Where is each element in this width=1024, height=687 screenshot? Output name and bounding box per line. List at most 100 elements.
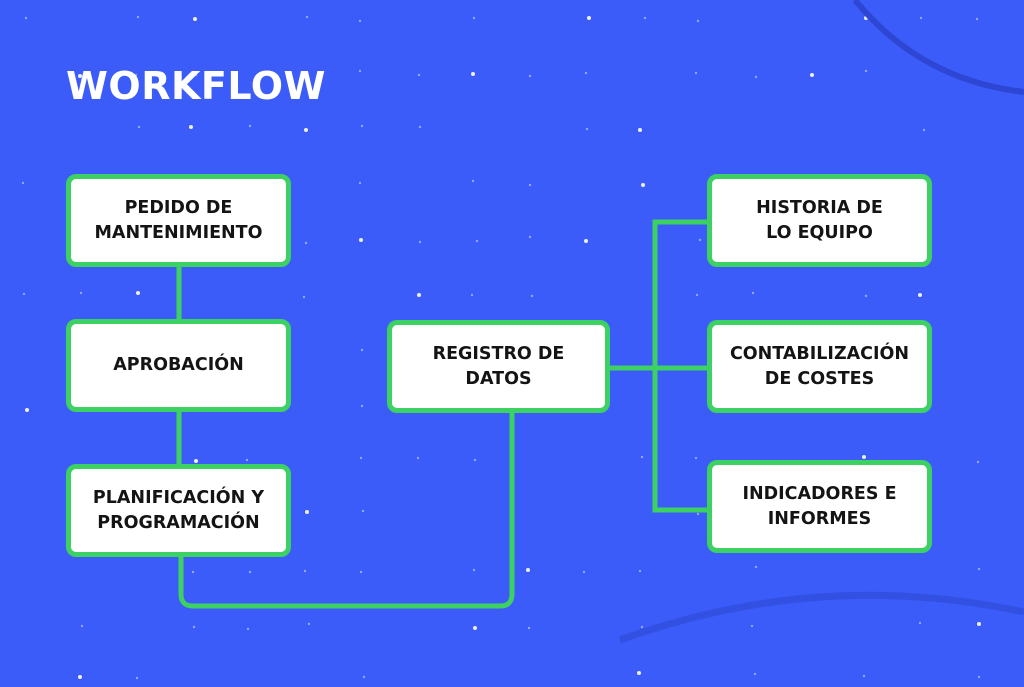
background-dot: [134, 73, 138, 77]
background-dot: [303, 569, 307, 573]
background-dot: [918, 621, 922, 625]
background-dot: [753, 672, 757, 676]
background-dot: [193, 17, 197, 21]
background-dot: [473, 626, 477, 630]
background-dot: [585, 127, 589, 131]
background-dot: [192, 625, 196, 629]
background-dot: [754, 75, 758, 79]
background-dot: [358, 181, 362, 185]
background-dot: [694, 456, 698, 460]
node-aprobacion: APROBACIÓN: [66, 319, 291, 412]
background-dot: [475, 239, 479, 243]
background-dot: [584, 71, 588, 75]
background-dot: [528, 235, 532, 239]
background-dot: [528, 183, 532, 187]
background-dot: [136, 291, 140, 295]
background-dot: [918, 293, 922, 297]
background-dot: [359, 456, 363, 460]
background-dot: [975, 17, 979, 21]
edge-registro-indicadores: [652, 368, 710, 513]
background-dot: [919, 16, 923, 20]
background-dot: [305, 510, 309, 514]
node-label: INDICADORES E INFORMES: [742, 483, 897, 529]
node-label: HISTORIA DE LO EQUIPO: [756, 197, 883, 243]
background-dot: [360, 348, 364, 352]
background-dot: [471, 72, 475, 76]
background-dot: [694, 71, 698, 75]
background-dot: [24, 16, 28, 20]
background-dot: [638, 128, 642, 132]
background-dot: [248, 570, 252, 574]
background-dot: [360, 404, 364, 408]
background-dot: [862, 674, 866, 678]
background-dot: [587, 16, 591, 20]
background-dot: [977, 567, 981, 571]
node-indicadores-e-informes: INDICADORES E INFORMES: [707, 460, 932, 553]
background-dot: [417, 293, 421, 297]
background-dot: [695, 293, 699, 297]
background-dot: [304, 241, 308, 245]
background-dot: [641, 183, 645, 187]
background-dot: [360, 124, 364, 128]
background-dot: [359, 238, 363, 242]
background-dot: [22, 292, 26, 296]
background-dot: [189, 125, 193, 129]
background-dot: [418, 125, 422, 129]
background-dot: [358, 69, 362, 73]
edge-planificacion-registro: [178, 408, 515, 609]
node-historia-de-lo-equipo: HISTORIA DE LO EQUIPO: [707, 174, 932, 267]
background-dot: [977, 622, 981, 626]
background-dot: [137, 125, 141, 129]
background-dot: [416, 456, 420, 460]
background-dot: [80, 624, 84, 628]
background-dot: [361, 509, 365, 513]
background-dot: [527, 626, 531, 630]
node-planificacion-y-programacion: PLANIFICACIÓN Y PROGRAMACIÓN: [66, 464, 291, 557]
background-dot: [922, 128, 926, 132]
background-dot: [526, 568, 530, 572]
background-dot: [305, 15, 309, 19]
background-dot: [307, 622, 311, 626]
page-title: WORKFLOW: [66, 64, 326, 108]
background-dot: [362, 675, 366, 679]
corner-arc-top: [852, 0, 1024, 95]
background-dot: [582, 570, 586, 574]
background-dot: [248, 124, 252, 128]
background-dot: [471, 179, 475, 183]
background-dot: [246, 627, 250, 631]
background-dot: [638, 569, 642, 573]
background-dot: [194, 459, 198, 463]
background-dot: [136, 15, 140, 19]
background-dot: [470, 293, 474, 297]
background-dot: [977, 675, 981, 679]
background-dot: [864, 69, 868, 73]
node-label: REGISTRO DE DATOS: [432, 343, 565, 389]
background-dot: [78, 675, 82, 679]
background-dot: [358, 19, 362, 23]
background-dot: [78, 74, 82, 78]
node-label: APROBACIÓN: [113, 355, 244, 375]
node-pedido-de-mantenimiento: PEDIDO DE MANTENIMIENTO: [66, 174, 291, 267]
background-dot: [245, 458, 249, 462]
background-dot: [302, 295, 306, 299]
background-dot: [864, 294, 868, 298]
background-dot: [472, 568, 476, 572]
background-dot: [696, 512, 700, 516]
background-dot: [750, 624, 754, 628]
background-dot: [21, 181, 25, 185]
background-dot: [976, 460, 980, 464]
background-dot: [696, 19, 700, 23]
background-dot: [135, 676, 139, 680]
background-dot: [359, 570, 363, 574]
background-dot: [698, 238, 702, 242]
background-dot: [473, 458, 477, 462]
background-dot: [810, 73, 814, 77]
background-dot: [584, 239, 588, 243]
background-dot: [643, 16, 647, 20]
background-dot: [25, 408, 29, 412]
background-dot: [194, 73, 198, 77]
background-dot: [640, 625, 644, 629]
